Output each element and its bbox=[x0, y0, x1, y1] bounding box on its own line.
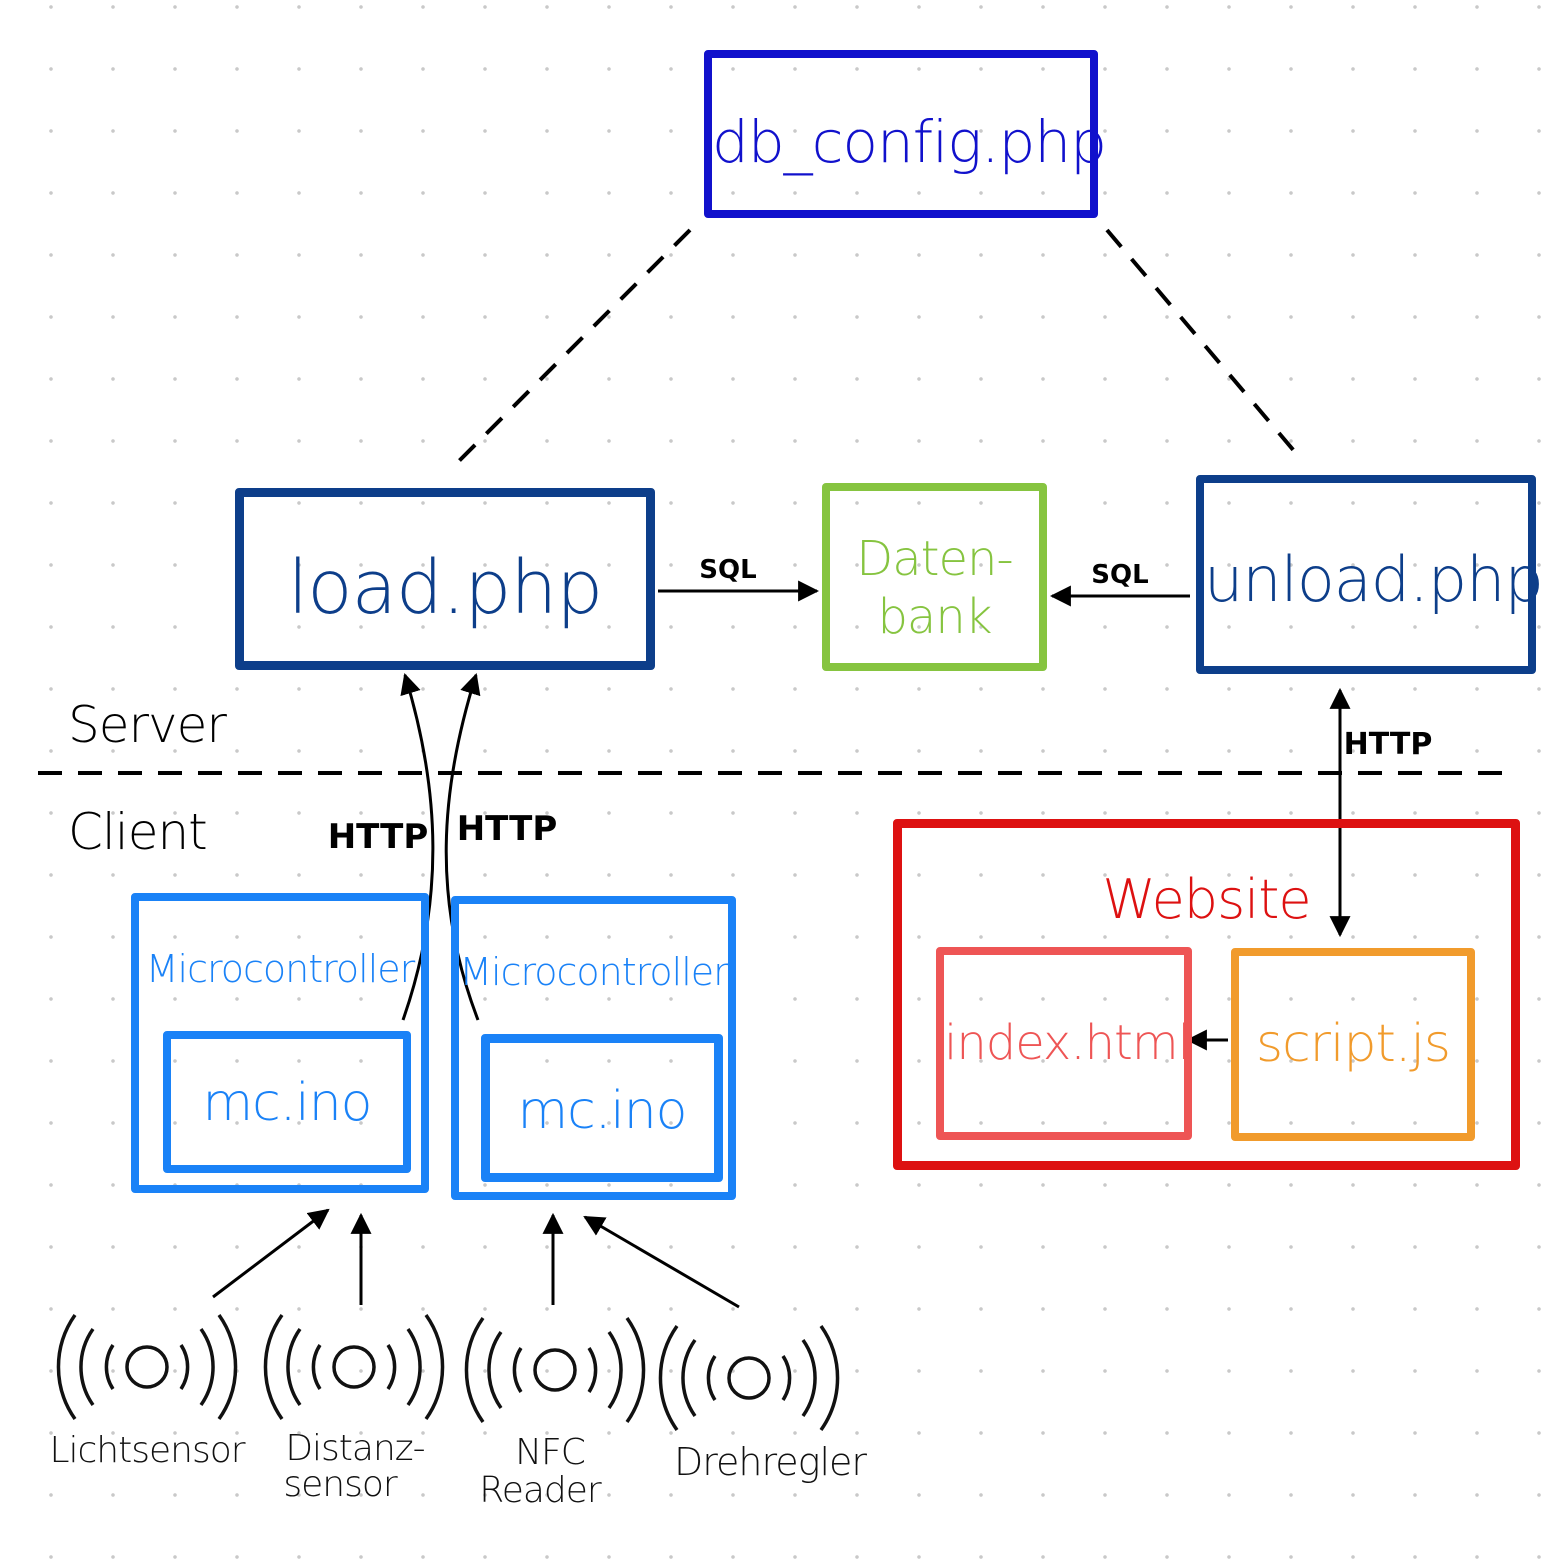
node-microcontroller-1-label: Microcontroller bbox=[145, 947, 416, 991]
edge-label-http-mc1: HTTP bbox=[328, 817, 429, 857]
node-mc-ino-1-label: mc.ino bbox=[202, 1073, 373, 1133]
node-index-html: index.html bbox=[936, 947, 1192, 1140]
edge-label-http-script: HTTP bbox=[1344, 727, 1433, 762]
node-unload: unload.php bbox=[1196, 475, 1544, 674]
arrow-sensor-licht bbox=[212, 1208, 330, 1299]
sensor-label-distanz-line1: Distanz- bbox=[285, 1428, 425, 1469]
node-script-js-label: script.js bbox=[1256, 1014, 1451, 1074]
include-line-load bbox=[453, 228, 692, 467]
arrow-sensor-dreh bbox=[583, 1215, 740, 1309]
node-microcontroller-2: Microcontroller mc.ino bbox=[451, 896, 736, 1200]
node-db-config-label: db_config.php bbox=[712, 108, 1107, 176]
sensor-label-distanz-line2: sensor bbox=[283, 1464, 397, 1505]
node-mc-ino-2-label: mc.ino bbox=[517, 1081, 688, 1141]
sensor-label-dreh: Drehregler bbox=[673, 1440, 867, 1484]
edge-label-sql-right: SQL bbox=[1091, 560, 1148, 590]
sensor-label-nfc-line2: Reader bbox=[479, 1470, 601, 1511]
edge-label-http-mc2: HTTP bbox=[457, 809, 558, 849]
include-line-unload bbox=[1105, 228, 1297, 454]
node-load-label: load.php bbox=[287, 545, 604, 631]
node-microcontroller-1: Microcontroller mc.ino bbox=[131, 893, 429, 1193]
node-mc-ino-1: mc.ino bbox=[163, 1031, 411, 1173]
node-load: load.php bbox=[235, 488, 655, 670]
sensor-icon-nfc bbox=[464, 1316, 646, 1424]
sensor-label-licht: Lichtsensor bbox=[49, 1430, 245, 1471]
node-index-html-label: index.html bbox=[944, 1015, 1191, 1071]
node-datenbank-label-line1: Daten- bbox=[856, 531, 1013, 587]
edge-label-sql-left: SQL bbox=[699, 555, 756, 585]
sensor-icon-distanz bbox=[263, 1313, 445, 1421]
node-website-label: Website bbox=[1102, 868, 1311, 931]
node-mc-ino-2: mc.ino bbox=[481, 1034, 723, 1182]
node-script-js: script.js bbox=[1231, 948, 1475, 1141]
zone-label-client: Client bbox=[68, 803, 208, 861]
node-unload-label: unload.php bbox=[1204, 543, 1544, 616]
sensor-icon-licht bbox=[56, 1313, 238, 1421]
node-microcontroller-2-label: Microcontroller bbox=[459, 950, 729, 994]
sensor-label-nfc-line1: NFC bbox=[515, 1432, 586, 1473]
arrow-mc1-to-load bbox=[400, 672, 435, 1021]
sensor-icon-dreh bbox=[658, 1324, 840, 1432]
arrow-mc2-to-load bbox=[444, 672, 481, 1021]
node-website: Website index.html script.js bbox=[893, 819, 1520, 1170]
node-datenbank: Daten- bank bbox=[822, 483, 1047, 671]
node-datenbank-label-line2: bank bbox=[877, 589, 992, 645]
node-db-config: db_config.php bbox=[704, 50, 1107, 218]
zone-label-server: Server bbox=[68, 696, 227, 754]
